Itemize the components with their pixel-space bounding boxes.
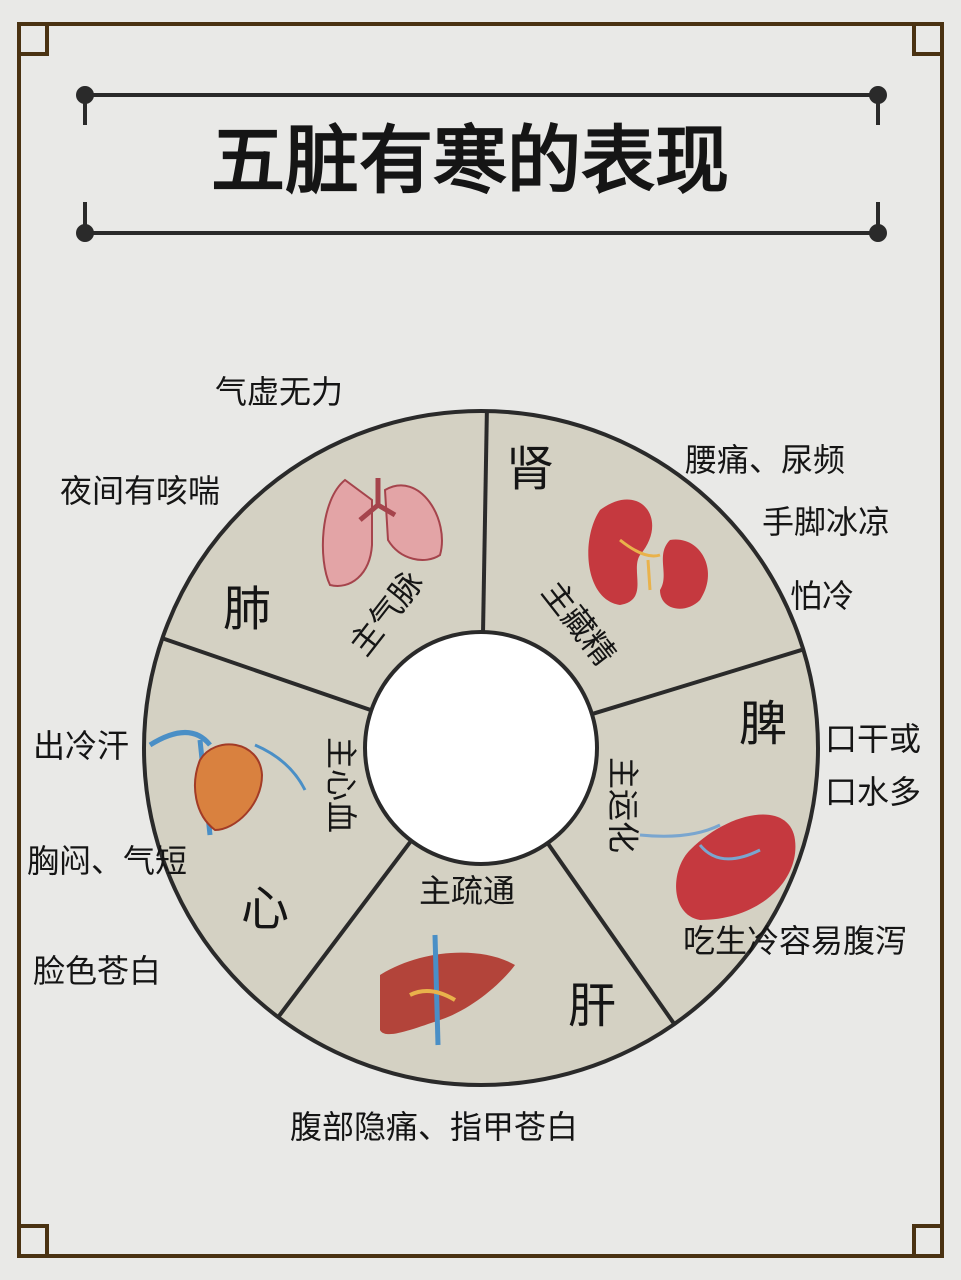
organ-label-lung: 肺 <box>223 581 271 637</box>
kidney-icon <box>588 499 709 609</box>
segment-divider <box>161 636 372 713</box>
symptom-spleen-2: 口水多 <box>825 773 921 811</box>
symptom-lung-2: 夜间有咳喘 <box>60 472 220 510</box>
heart-icon <box>148 730 307 836</box>
symptom-liver-1: 腹部隐痛、指甲苍白 <box>290 1108 578 1146</box>
segment-divider <box>545 841 676 1026</box>
function-label-spleen: 主运化 <box>604 757 642 853</box>
symptom-heart-1: 出冷汗 <box>33 727 129 765</box>
decorative-frame <box>17 22 944 1258</box>
symptom-spleen-3: 吃生冷容易腹泻 <box>683 922 907 960</box>
symptom-heart-2: 胸闷、气短 <box>27 842 187 880</box>
symptom-kidney-3: 怕冷 <box>790 577 854 615</box>
segment-divider <box>591 647 804 716</box>
symptom-heart-3: 脸色苍白 <box>33 952 161 990</box>
symptom-kidney-1: 腰痛、尿频 <box>685 441 845 479</box>
function-label-heart: 主心血 <box>322 737 360 833</box>
organ-label-liver: 肝 <box>568 978 616 1034</box>
title-box <box>76 86 887 242</box>
page-title: 五脏有寒的表现 <box>211 118 729 204</box>
organ-label-heart: 心 <box>241 881 289 937</box>
symptom-lung-1: 气虚无力 <box>215 373 343 411</box>
function-label-liver: 主疏通 <box>419 872 515 910</box>
lungs-icon <box>321 478 443 587</box>
organ-label-kidney: 肾 <box>506 441 554 497</box>
segment-divider <box>481 411 489 633</box>
spleen-icon <box>639 814 796 920</box>
liver-icon <box>380 934 515 1046</box>
symptom-spleen-1: 口干或 <box>825 720 921 758</box>
wheel-center <box>363 630 599 866</box>
organ-label-spleen: 脾 <box>739 696 787 752</box>
segment-divider <box>276 839 413 1019</box>
symptom-kidney-2: 手脚冰凉 <box>762 503 890 541</box>
